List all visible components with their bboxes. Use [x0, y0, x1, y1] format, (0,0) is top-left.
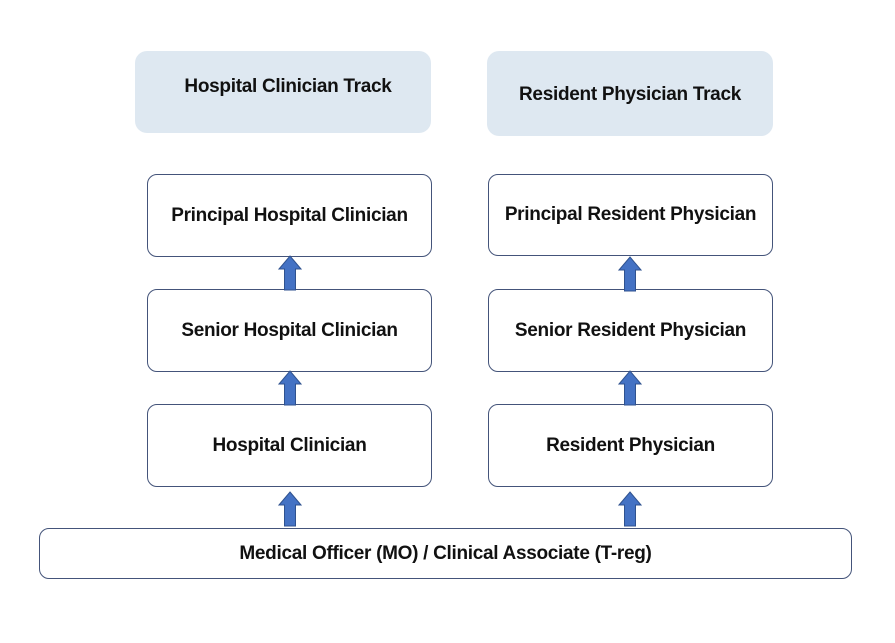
- principal-hospital-clinician-label: Principal Hospital Clinician: [171, 204, 408, 226]
- up-arrow-icon: [618, 370, 642, 406]
- up-arrow-icon: [278, 255, 302, 291]
- hospital-track-header: Hospital Clinician Track: [135, 51, 431, 133]
- up-arrow-icon: [278, 491, 302, 527]
- senior-hospital-clinician-label: Senior Hospital Clinician: [181, 319, 398, 341]
- senior-hospital-clinician-box: Senior Hospital Clinician: [147, 289, 432, 372]
- hospital-clinician-box: Hospital Clinician: [147, 404, 432, 487]
- up-arrow-icon: [618, 256, 642, 292]
- principal-resident-physician-box: Principal Resident Physician: [488, 174, 773, 256]
- resident-track-header: Resident Physician Track: [487, 51, 773, 136]
- hospital-clinician-label: Hospital Clinician: [212, 434, 367, 456]
- resident-track-title: Resident Physician Track: [519, 83, 741, 105]
- entry-level-label: Medical Officer (MO) / Clinical Associat…: [239, 542, 652, 564]
- principal-hospital-clinician-box: Principal Hospital Clinician: [147, 174, 432, 257]
- resident-physician-box: Resident Physician: [488, 404, 773, 487]
- entry-level-box: Medical Officer (MO) / Clinical Associat…: [39, 528, 852, 579]
- senior-resident-physician-label: Senior Resident Physician: [514, 319, 747, 341]
- resident-physician-label: Resident Physician: [546, 434, 715, 456]
- up-arrow-icon: [618, 491, 642, 527]
- hospital-track-title: Hospital Clinician Track: [184, 76, 392, 97]
- up-arrow-icon: [278, 370, 302, 406]
- principal-resident-physician-label: Principal Resident Physician: [504, 204, 757, 225]
- senior-resident-physician-box: Senior Resident Physician: [488, 289, 773, 372]
